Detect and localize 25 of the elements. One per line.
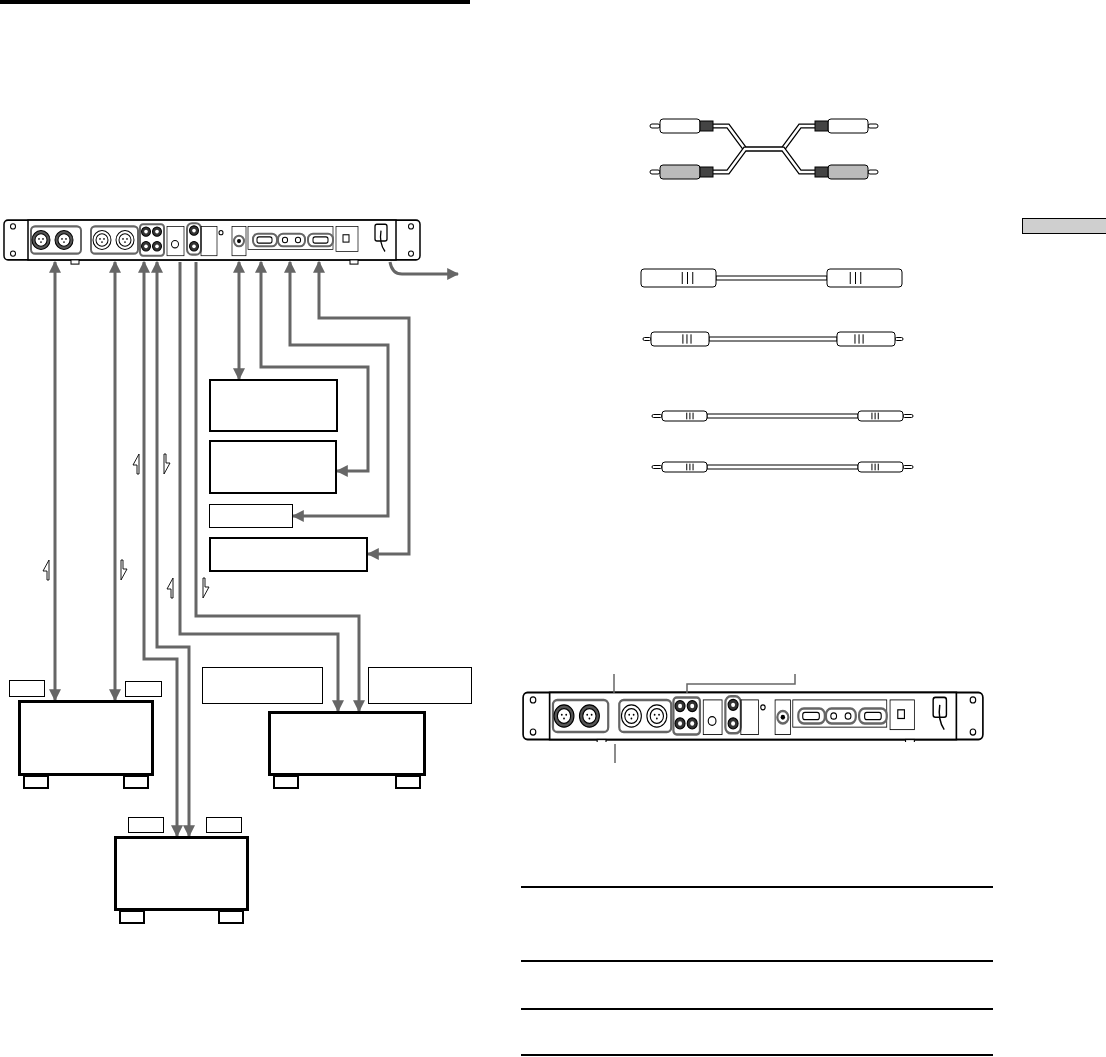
connection-arrow <box>194 262 365 713</box>
equipment-box <box>268 711 426 789</box>
blank-box <box>368 667 472 704</box>
connection-arrow <box>151 260 195 838</box>
connection-arrow <box>49 260 61 702</box>
blank-box <box>209 379 338 432</box>
connection-arrow <box>138 260 183 838</box>
connection-arrow <box>233 260 245 381</box>
connection-arrow <box>255 260 370 477</box>
blank-box <box>209 537 368 572</box>
connection-arrow <box>284 260 390 522</box>
rear-panel-drawing <box>3 218 421 262</box>
side-tab <box>1022 218 1106 234</box>
blank-box <box>209 440 337 494</box>
blank-box <box>202 667 323 704</box>
equipment-box <box>18 700 154 789</box>
connection-arrow <box>178 262 344 713</box>
connection-arrow <box>109 260 121 702</box>
equipment-box <box>114 836 249 924</box>
connection-arrow <box>313 260 411 560</box>
label-tag <box>206 817 242 833</box>
label-tag <box>125 681 162 697</box>
blank-box <box>209 504 293 528</box>
label-tag <box>9 680 45 697</box>
label-tag <box>128 817 164 833</box>
